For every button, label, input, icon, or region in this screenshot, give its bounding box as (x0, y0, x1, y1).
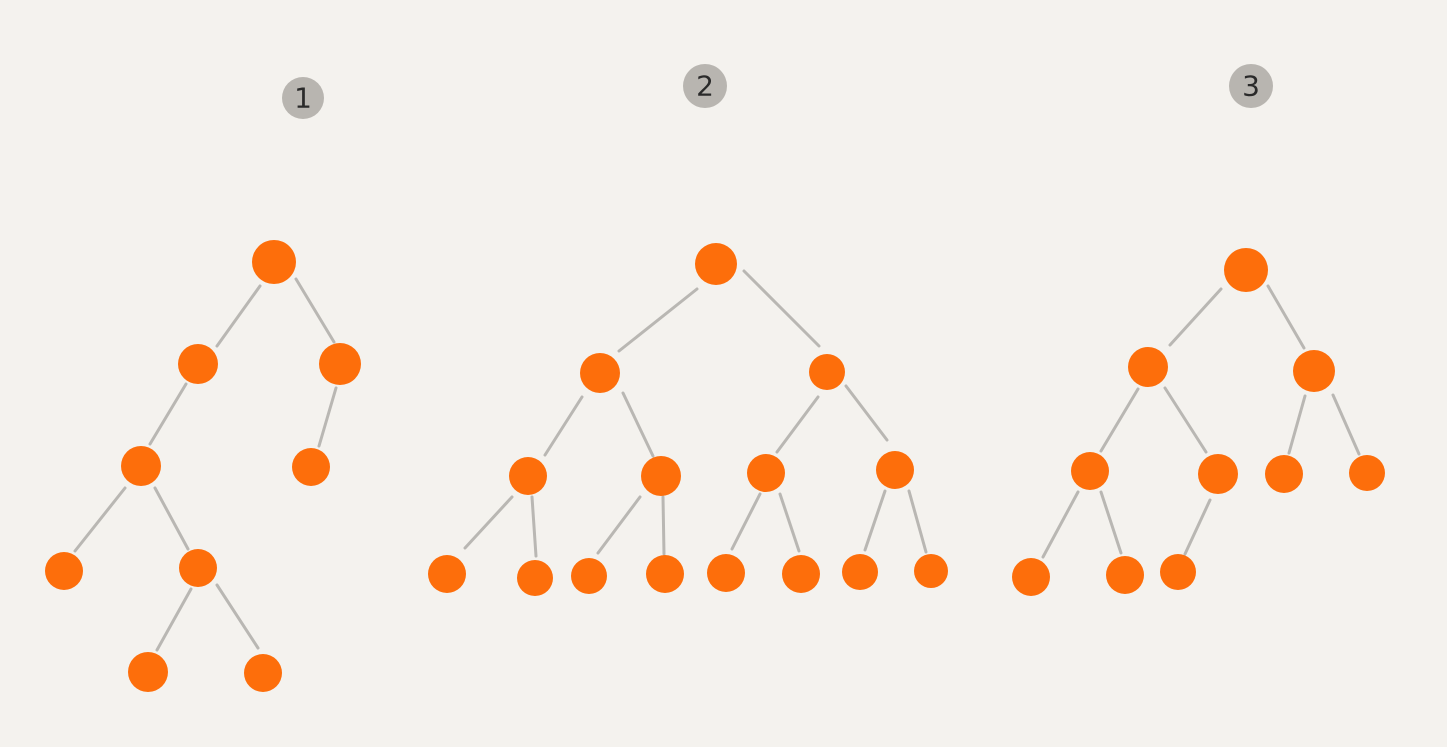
badge-label: 3 (1242, 70, 1260, 103)
edge (215, 284, 262, 348)
tree-1-nodes (45, 240, 361, 692)
tree-node (571, 558, 607, 594)
tree-node (914, 554, 948, 588)
edge (463, 495, 514, 550)
tree-node (292, 448, 330, 486)
tree-node (1012, 558, 1050, 596)
tree-node (876, 451, 914, 489)
tree-1 (45, 240, 361, 692)
edge (1183, 498, 1212, 556)
tree-node (178, 344, 218, 384)
tree-node (252, 240, 296, 284)
tree-node (641, 456, 681, 496)
edge (148, 382, 188, 446)
tree-node (1198, 454, 1238, 494)
tree-node (747, 454, 785, 492)
badge-label: 2 (696, 70, 714, 103)
tree-node (179, 549, 217, 587)
edge (621, 391, 655, 458)
edge (730, 492, 762, 551)
tree-node (1349, 455, 1385, 491)
edge (1287, 394, 1307, 455)
tree-node (128, 652, 168, 692)
tree-node (244, 654, 282, 692)
tree-2 (428, 243, 948, 596)
tree-node (646, 555, 684, 593)
edge (1163, 386, 1208, 454)
tree-node (428, 555, 466, 593)
tree-node (1293, 350, 1335, 392)
tree-node (517, 560, 553, 596)
tree-3-edges (1041, 284, 1361, 559)
edge (543, 395, 584, 457)
edge (215, 583, 260, 650)
edge (155, 587, 193, 652)
edge (1331, 393, 1361, 456)
edge (596, 495, 642, 555)
badge-circle (1229, 64, 1273, 108)
edge (661, 495, 666, 556)
tree-node (1224, 248, 1268, 292)
edge (73, 486, 127, 553)
tree-3 (1012, 248, 1385, 596)
tree-node (707, 554, 745, 592)
tree-2-nodes (428, 243, 948, 596)
edge (1099, 387, 1140, 453)
edge (1099, 490, 1123, 555)
tree-node (45, 552, 83, 590)
badge-tree-1: 1 (282, 77, 324, 119)
edge (317, 386, 338, 448)
edge (844, 384, 889, 442)
tree-1-edges (73, 277, 338, 652)
tree-node (1128, 347, 1168, 387)
edge (1168, 287, 1223, 347)
tree-node (782, 555, 820, 593)
edge (1266, 284, 1306, 350)
edge (1041, 490, 1080, 559)
edge (742, 269, 821, 348)
badge-label: 1 (294, 82, 312, 115)
edge (863, 489, 887, 552)
tree-node (1106, 556, 1144, 594)
badge-tree-2: 2 (683, 64, 727, 108)
badge-circle (683, 64, 727, 108)
edge (775, 395, 820, 454)
edge (294, 277, 336, 344)
tree-node (695, 243, 737, 285)
tree-node (1160, 554, 1196, 590)
badge-tree-3: 3 (1229, 64, 1273, 108)
tree-node (121, 446, 161, 486)
edge (907, 489, 928, 554)
edge (530, 495, 538, 558)
tree-node (1265, 455, 1303, 493)
tree-node (842, 554, 878, 590)
tree-3-nodes (1012, 248, 1385, 596)
tree-node (809, 354, 845, 390)
edge (617, 287, 699, 353)
tree-node (319, 343, 361, 385)
edge (153, 486, 190, 551)
edge (778, 492, 801, 553)
tree-2-edges (463, 269, 928, 558)
badge-circle (282, 77, 324, 119)
tree-node (509, 457, 547, 495)
tree-node (580, 353, 620, 393)
tree-node (1071, 452, 1109, 490)
